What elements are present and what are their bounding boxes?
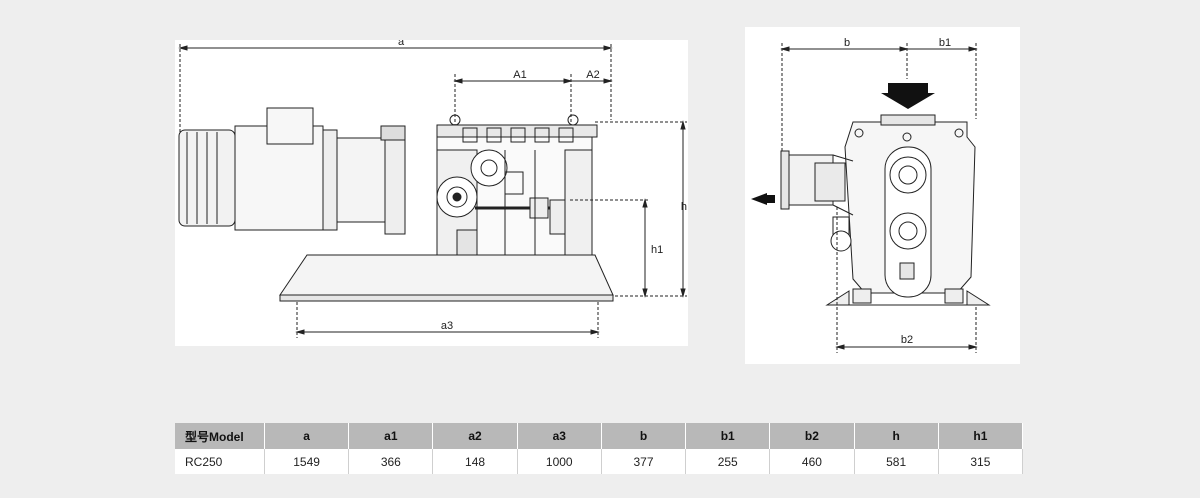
front-view-drawing: b b1 b2: [751, 37, 991, 353]
cell-h: 581: [854, 449, 939, 474]
header-b2: b2: [769, 423, 855, 449]
header-h1: h1: [938, 423, 1024, 449]
dim-b2-arrow-left: [835, 344, 845, 350]
dim-A1-arrow-left: [453, 78, 463, 84]
dim-b2-label: b2: [901, 334, 913, 346]
header-a3: a3: [517, 423, 602, 449]
dim-a3-arrow-right: [590, 329, 600, 335]
side-view-panel: a A1 A2 h h1 a3: [175, 40, 688, 346]
dim-b-arrow-left: [780, 46, 790, 52]
dim-h-arrow-bottom: [680, 288, 686, 298]
dim-h1-arrow-bottom: [642, 288, 648, 298]
cell-b1: 255: [685, 449, 771, 474]
dim-A1-arrow-right: [563, 78, 573, 84]
cell-h1: 315: [938, 449, 1024, 474]
dim-b1-arrow-right: [968, 46, 978, 52]
spec-table-header-row: 型号Model a a1 a2 a3 b b1 b2 h h1: [175, 423, 1024, 449]
dim-a3-arrow-left: [295, 329, 305, 335]
outlet-arrow-tail: [767, 195, 775, 203]
dim-A2-arrow-right: [603, 78, 613, 84]
cell-a2: 148: [432, 449, 518, 474]
pump-body: [436, 114, 598, 256]
header-a: a: [264, 423, 350, 449]
dim-a3-label: a3: [441, 320, 453, 332]
cell-b: 377: [601, 449, 687, 474]
outlet-arrow-icon: [751, 193, 767, 205]
cell-a3: 1000: [517, 449, 602, 474]
outlet-pipe: [780, 150, 854, 216]
spec-table: 型号Model a a1 a2 a3 b b1 b2 h h1 RC250 15…: [175, 423, 1024, 474]
dim-A2-label: A2: [586, 69, 599, 81]
dim-b2-arrow-right: [968, 344, 978, 350]
dim-h-label: h: [681, 201, 687, 213]
header-h: h: [854, 423, 939, 449]
cell-a: 1549: [264, 449, 350, 474]
motor: [178, 107, 406, 235]
table-row: RC250 1549 366 148 1000 377 255 460 581 …: [175, 449, 1024, 474]
header-model: 型号Model: [175, 423, 265, 449]
inlet-arrow-icon: [881, 83, 935, 109]
dim-a-arrow-left: [178, 45, 188, 51]
front-view-panel: b b1 b2: [745, 27, 1020, 364]
header-a2: a2: [432, 423, 518, 449]
dim-h1-label: h1: [651, 244, 663, 256]
dim-h-arrow-top: [680, 120, 686, 130]
dim-a-label: a: [398, 40, 405, 48]
header-b: b: [601, 423, 687, 449]
cell-model: RC250: [175, 449, 265, 474]
header-b1: b1: [685, 423, 771, 449]
pump-casing: [825, 114, 991, 306]
dim-h1-arrow-top: [642, 198, 648, 208]
cell-b2: 460: [769, 449, 855, 474]
dim-a-arrow-right: [603, 45, 613, 51]
dim-b-label: b: [844, 37, 850, 49]
dim-A1-label: A1: [513, 69, 526, 81]
cell-a1: 366: [348, 449, 434, 474]
header-a1: a1: [348, 423, 434, 449]
base-frame: [279, 254, 614, 302]
dim-b1-label: b1: [939, 37, 951, 49]
dim-b-arrow-right: [899, 46, 909, 52]
side-view-drawing: a A1 A2 h h1 a3: [178, 40, 687, 338]
